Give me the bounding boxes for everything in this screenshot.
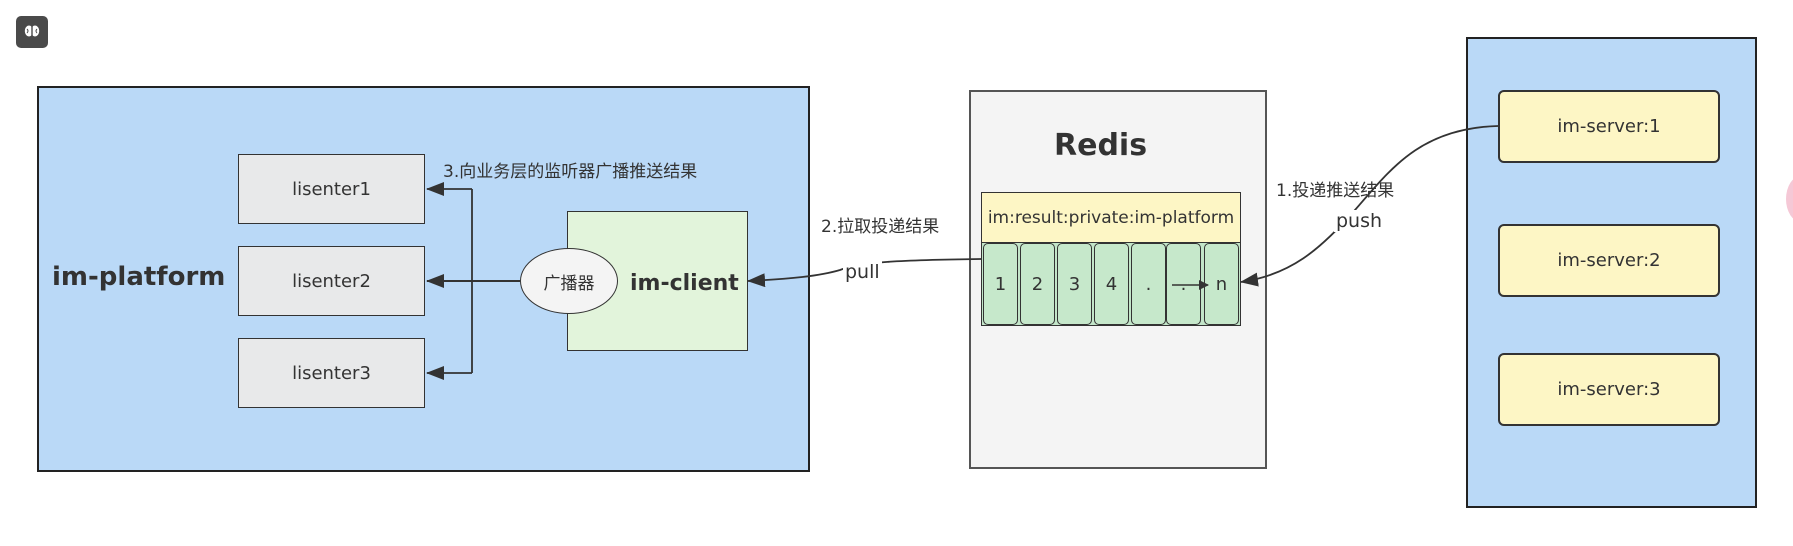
queue-slot: n bbox=[1204, 243, 1239, 325]
im-platform-title: im-platform bbox=[52, 262, 226, 292]
queue-slot: 1 bbox=[983, 243, 1018, 325]
brain-icon bbox=[24, 23, 40, 42]
offscreen-shape bbox=[1786, 176, 1793, 222]
pull-step-label: 2.拉取投递结果 bbox=[821, 217, 940, 237]
push-step-label: 1.投递推送结果 bbox=[1276, 181, 1395, 201]
push-label: push bbox=[1334, 210, 1385, 232]
im-client-label: im-client bbox=[630, 271, 739, 296]
edge-pull bbox=[747, 258, 982, 288]
broadcaster-node: 广播器 bbox=[520, 248, 618, 314]
listener-1: lisenter1 bbox=[238, 154, 425, 224]
queue-slot: . bbox=[1131, 243, 1166, 325]
toolbar-button[interactable] bbox=[16, 16, 48, 48]
im-server-2: im-server:2 bbox=[1498, 224, 1720, 297]
queue-key-label: im:result:private:im-platform bbox=[981, 192, 1241, 244]
step3-label: 3.向业务层的监听器广播推送结果 bbox=[443, 162, 698, 182]
redis-title: Redis bbox=[1054, 128, 1148, 163]
edge-push bbox=[1240, 125, 1499, 287]
im-server-3: im-server:3 bbox=[1498, 353, 1720, 426]
listener-3: lisenter3 bbox=[238, 338, 425, 408]
queue-slot: 2 bbox=[1020, 243, 1055, 325]
queue-slot: 3 bbox=[1057, 243, 1092, 325]
queue-slot: . bbox=[1166, 243, 1201, 325]
queue-slot: 4 bbox=[1094, 243, 1129, 325]
listener-2: lisenter2 bbox=[238, 246, 425, 316]
im-server-1: im-server:1 bbox=[1498, 90, 1720, 163]
pull-label: pull bbox=[843, 261, 882, 283]
